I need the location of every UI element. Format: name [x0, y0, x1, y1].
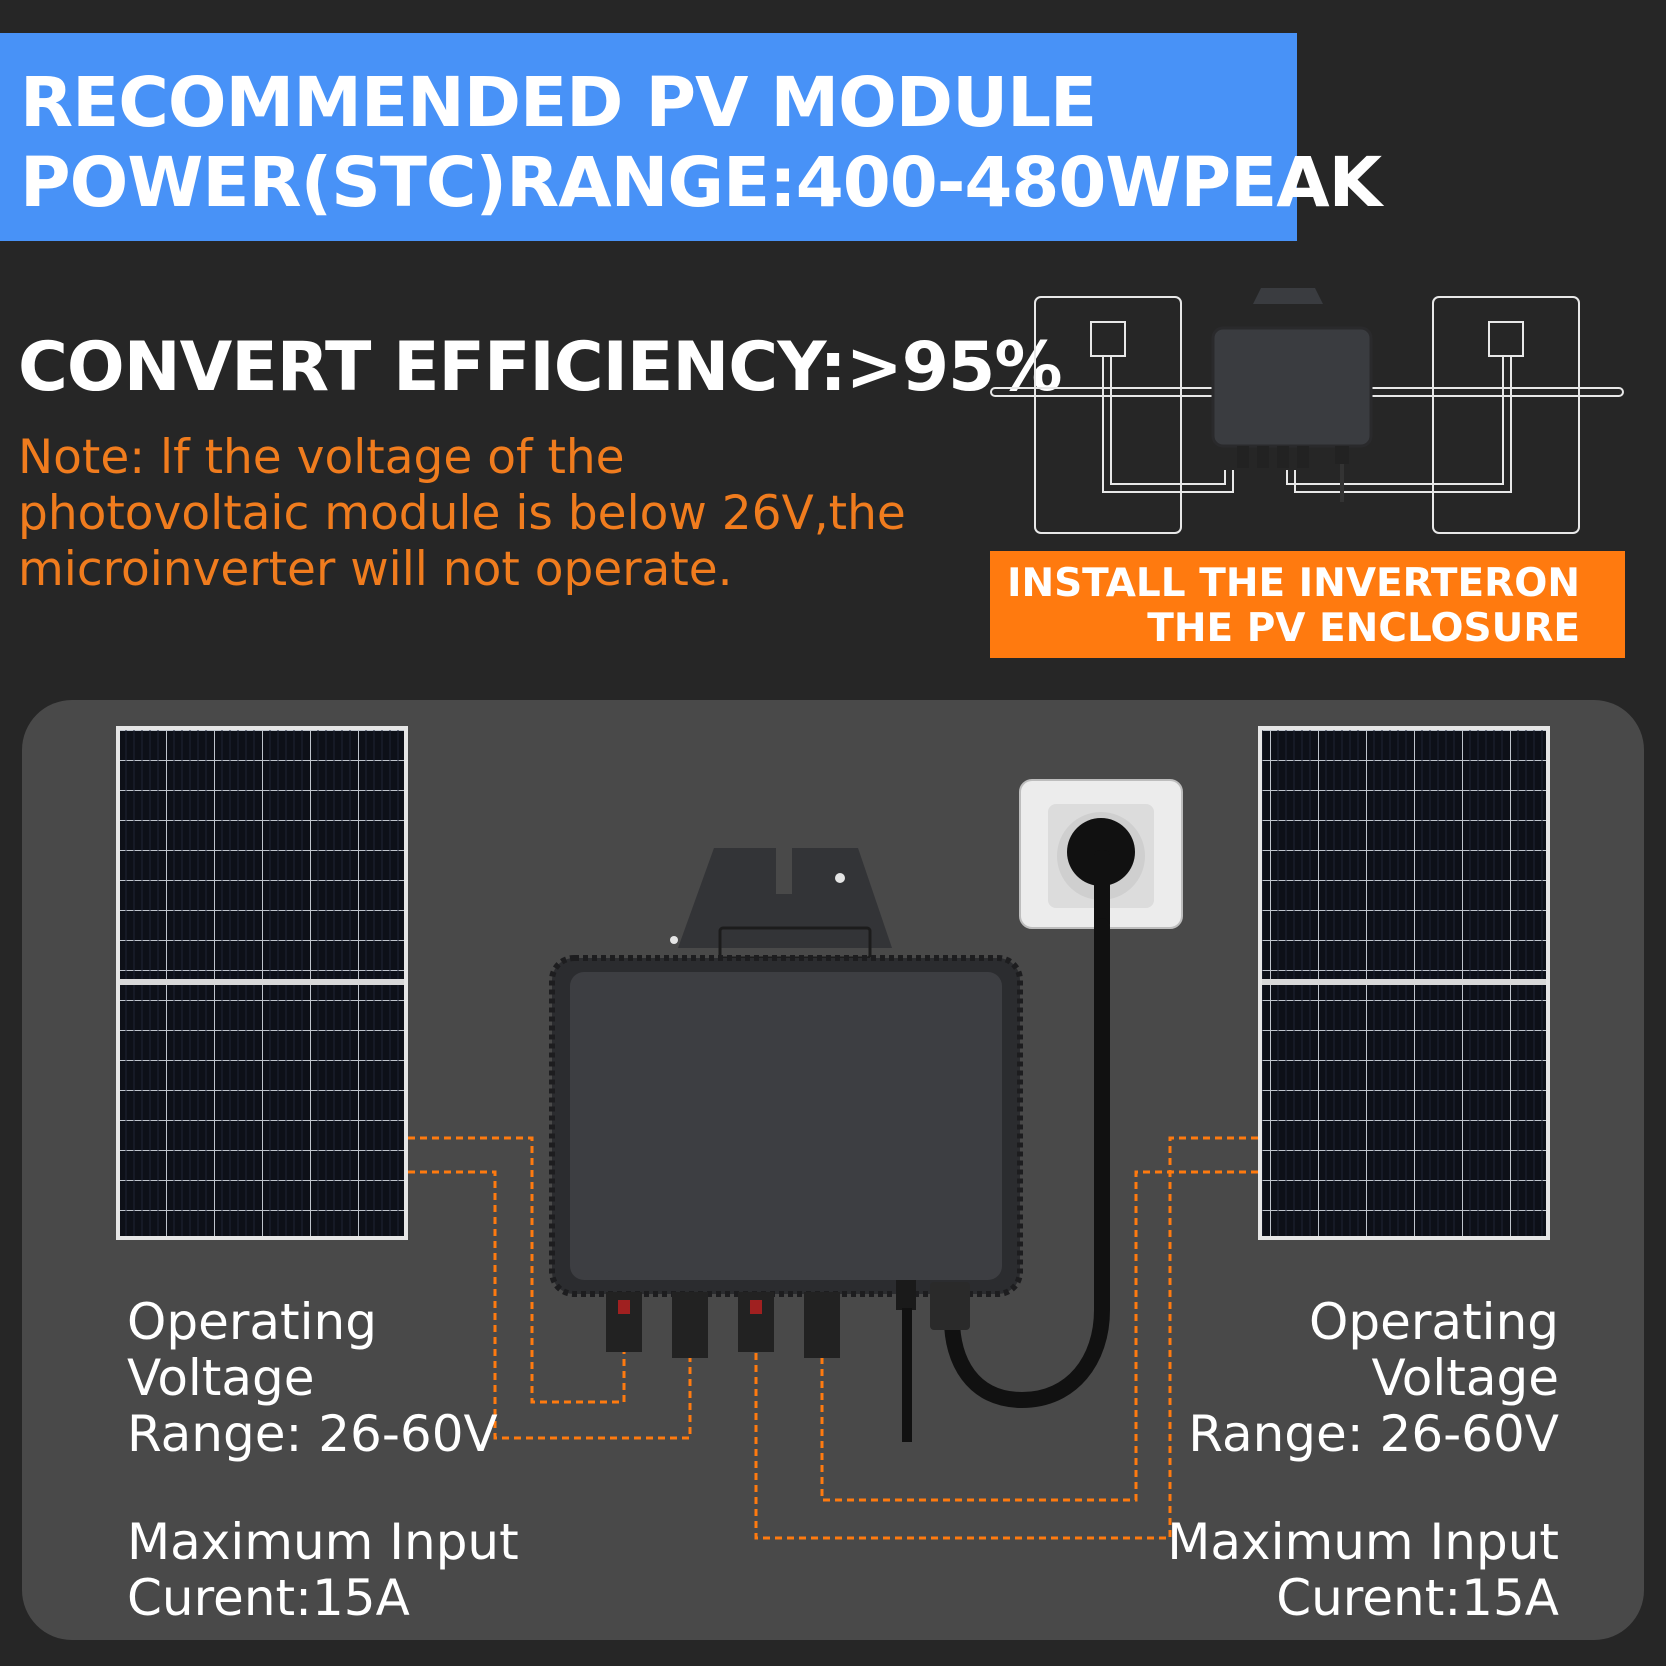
left-current-l1: Maximum Input	[127, 1513, 519, 1571]
left-voltage-l1: Operating	[127, 1293, 377, 1351]
left-voltage-spec: Operating Voltage Range: 26-60V	[127, 1294, 498, 1462]
right-voltage-l1: Operating	[1309, 1293, 1559, 1351]
left-voltage-l3: Range: 26-60V	[127, 1405, 498, 1463]
microinverter-icon	[549, 848, 1023, 1442]
right-current-l1: Maximum Input	[1167, 1513, 1559, 1571]
install-line2: THE PV ENCLOSURE	[1147, 606, 1580, 651]
system-scene	[116, 726, 1550, 1540]
right-solar-panel-icon	[1258, 726, 1550, 1240]
efficiency-heading: CONVERT EFFICIENCY:>95%	[18, 328, 1062, 407]
left-current-l2: Curent:15A	[127, 1569, 410, 1627]
left-panel-outline-icon	[1034, 296, 1182, 534]
install-callout: INSTALL THE INVERTERON THE PV ENCLOSURE	[990, 551, 1625, 658]
system-illustration-panel: Operating Voltage Range: 26-60V Maximum …	[22, 700, 1644, 1640]
voltage-note: Note: lf the voltage of the photovoltaic…	[18, 430, 906, 597]
right-voltage-l3: Range: 26-60V	[1188, 1405, 1559, 1463]
ac-cable-icon	[944, 918, 1110, 1409]
inverter-small-icon	[1211, 288, 1373, 502]
right-panel-outline-icon	[1432, 296, 1580, 534]
left-solar-panel-icon	[116, 726, 408, 1240]
installation-diagram	[990, 288, 1624, 534]
banner-title-line2: POWER(STC)RANGE:400-480WPEAK	[20, 143, 1382, 223]
install-line1: INSTALL THE INVERTERON	[1006, 561, 1580, 606]
header-banner: RECOMMENDED PV MODULE POWER(STC)RANGE:40…	[0, 33, 1382, 241]
right-voltage-spec: Operating Voltage Range: 26-60V	[1188, 1294, 1559, 1462]
wall-socket-icon	[1019, 779, 1183, 930]
right-current-l2: Curent:15A	[1276, 1569, 1559, 1627]
banner-title-line1: RECOMMENDED PV MODULE	[20, 63, 1097, 143]
left-voltage-l2: Voltage	[127, 1349, 315, 1407]
right-current-spec: Maximum Input Curent:15A	[1167, 1514, 1559, 1626]
left-current-spec: Maximum Input Curent:15A	[127, 1514, 519, 1626]
right-voltage-l2: Voltage	[1371, 1349, 1559, 1407]
